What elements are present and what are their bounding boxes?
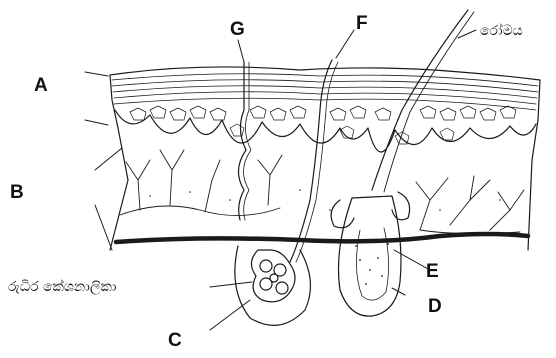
hair-shaft-2	[384, 12, 474, 192]
dermis-base	[116, 234, 528, 242]
epidermis-cells	[130, 106, 516, 144]
capillary-network	[120, 150, 524, 234]
sweat-duct-F	[290, 60, 332, 262]
gland-sac	[235, 246, 311, 325]
label-capillary: රුධිර කේශනාලිකා	[8, 280, 117, 294]
label-C: C	[168, 331, 182, 350]
skin-left-edge	[110, 75, 128, 250]
sweat-gland-coil-C	[251, 250, 295, 302]
label-B: B	[10, 183, 24, 202]
label-E: E	[426, 262, 439, 281]
sweat-duct-F-inner	[296, 62, 338, 262]
label-D: D	[428, 297, 442, 316]
skin-right-edge	[528, 80, 540, 250]
leader-lines	[85, 30, 476, 330]
label-F: F	[356, 14, 368, 33]
label-hair: රෝමය	[480, 24, 523, 38]
label-G: G	[230, 20, 245, 39]
hair-follicle-D	[339, 196, 402, 316]
label-A: A	[34, 76, 48, 95]
